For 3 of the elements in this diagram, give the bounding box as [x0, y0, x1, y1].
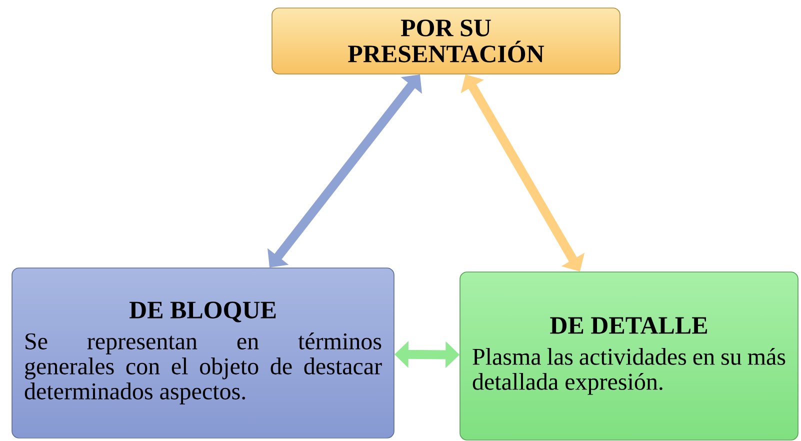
- process-box: DE DETALLE Plasma las actividades en su más detallada expresión.: [460, 272, 798, 440]
- process-box: DE BLOQUE Se representan en términos generales con el objeto de destacar determinados aspectos.: [12, 268, 394, 438]
- process-box: POR SU PRESENTACIÓN: [272, 8, 620, 74]
